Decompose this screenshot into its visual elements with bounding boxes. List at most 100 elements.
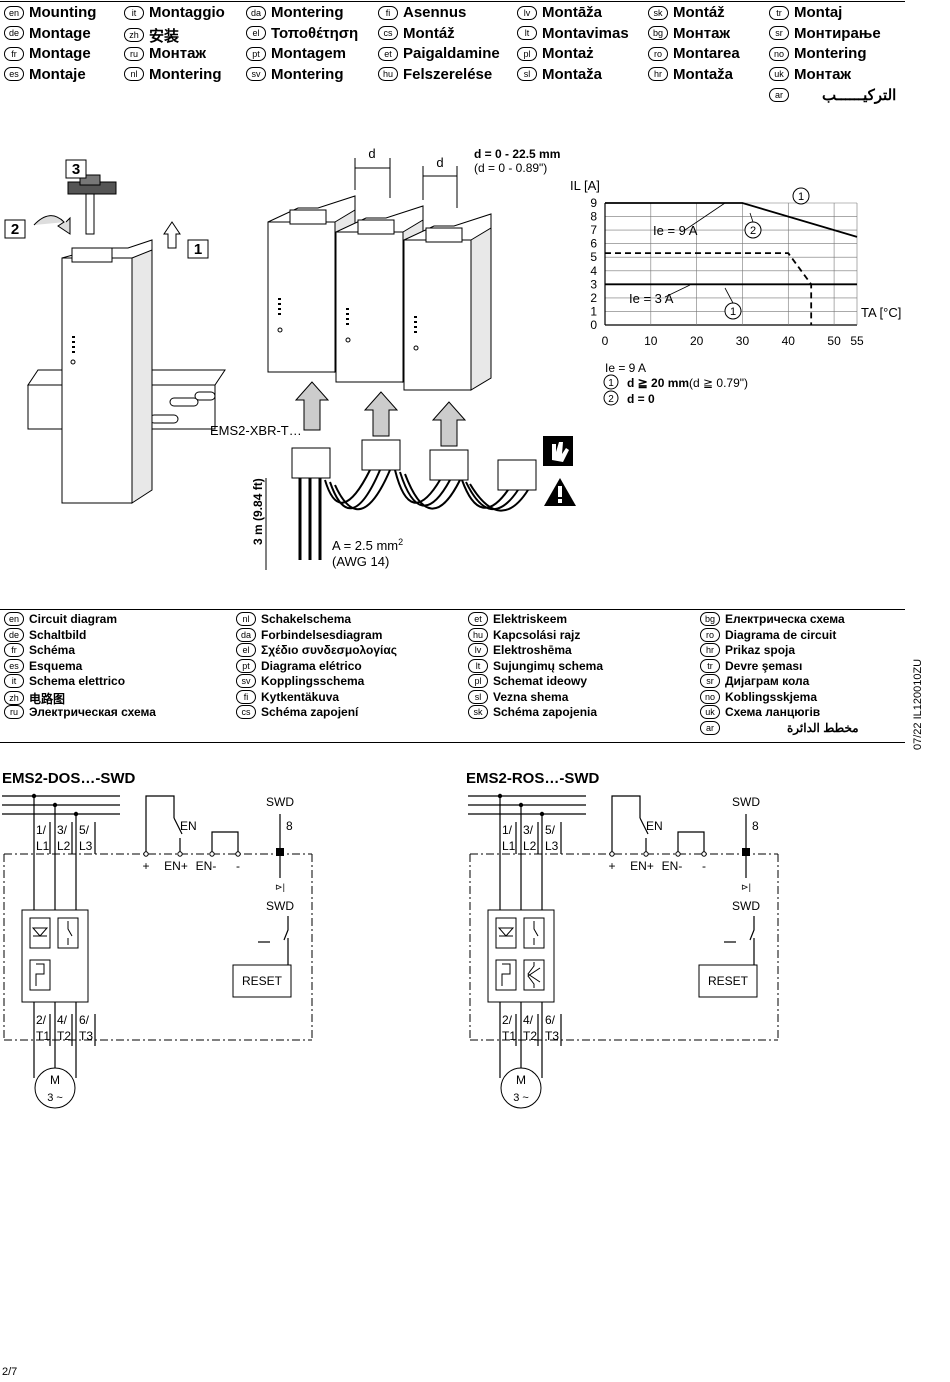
motor-label: M <box>50 1073 60 1087</box>
chart-ytick-label: 1 <box>590 304 597 318</box>
language-code-badge: da <box>246 5 266 20</box>
language-code-badge: no <box>700 689 720 704</box>
circuit-label: Kytkentäkuva <box>261 689 340 704</box>
mounting-label: Montaj <box>794 4 843 21</box>
language-code-badge: pt <box>236 658 256 673</box>
circuit-rule-bottom <box>0 742 905 743</box>
reset-box <box>698 964 758 998</box>
legend-item-2: d = 0 <box>627 392 655 406</box>
language-code-badge: hr <box>700 643 720 657</box>
control-terminal-label: - <box>236 859 240 873</box>
end-clamp <box>67 174 117 235</box>
mounting-label: Τοποθέτηση <box>271 24 359 42</box>
circuit-label: Devre şeması <box>725 658 803 673</box>
ie9-annotation: Ie = 9 A <box>653 223 698 238</box>
language-code-badge: pl <box>517 46 537 61</box>
language-code-badge: en <box>4 612 24 626</box>
chart-ytick-label: 8 <box>590 210 597 224</box>
reset-contact-top <box>749 916 755 941</box>
chart-leader-line <box>724 287 734 304</box>
terminal-number-bottom: 4/ <box>523 1013 534 1027</box>
ie3-annotation: Ie = 3 A <box>629 291 674 306</box>
warning-triangle-icon <box>544 478 576 506</box>
language-code-badge: da <box>236 627 256 642</box>
swd-label: SWD <box>732 795 760 809</box>
chart-ytick-label: 3 <box>590 277 597 291</box>
language-code-badge: ar <box>700 720 720 735</box>
control-terminal <box>235 851 241 857</box>
connector-label: EMS2-XBR-T… <box>210 423 302 438</box>
mounting-label: Montaż <box>542 45 594 62</box>
circuit-label: Schakelschema <box>261 612 352 626</box>
language-code-badge: pl <box>468 674 488 688</box>
chart-xtick-label: 10 <box>644 334 658 348</box>
terminal-number-bottom: 2/ <box>36 1013 47 1027</box>
terminal-number-top: 1/ <box>502 823 513 837</box>
language-code-badge: pt <box>246 46 266 61</box>
led-icon-glyph: ⊳| <box>741 882 751 892</box>
control-terminal <box>209 851 215 857</box>
swd-pin-label: 8 <box>286 819 293 833</box>
circuit-label: Schéma zapojení <box>261 705 359 719</box>
chart-ytick-label: 0 <box>590 318 597 332</box>
single-module <box>61 239 153 504</box>
en-contact <box>639 817 649 835</box>
control-terminal-label: + <box>142 859 149 873</box>
circuit-label: Электрическая схема <box>29 705 156 719</box>
doc-code-wrap: 07/22 IL120010ZU <box>906 650 936 750</box>
language-code-badge: fr <box>4 46 24 61</box>
cable-length: 3 m (9.84 ft) <box>251 478 265 545</box>
language-code-badge: lt <box>468 658 488 673</box>
mounting-label: Montering <box>794 45 867 62</box>
language-code-badge: et <box>468 612 488 626</box>
reset-label: RESET <box>242 974 283 988</box>
reset-box <box>232 964 292 998</box>
language-code-badge: hr <box>648 67 668 81</box>
language-code-badge: hu <box>378 67 398 81</box>
language-code-badge: sl <box>517 67 537 81</box>
circuit-diagram-ros: 1/L13/L25/L3EN+EN+EN--SWD8⊳|SWDRESET2/T1… <box>468 793 779 1109</box>
language-code-badge: fi <box>378 5 398 20</box>
language-code-badge: hu <box>468 627 488 642</box>
mounting-label: Montavimas <box>542 24 629 42</box>
language-code-badge: sv <box>236 674 256 688</box>
diagram-title-dos: EMS2-DOS…-SWD <box>2 770 136 787</box>
chart-ylabel: IL [A] <box>570 178 600 193</box>
d-label-2: d <box>436 155 443 170</box>
mounting-label: Montáž <box>403 24 455 42</box>
mounting-label: Montaža <box>673 65 733 83</box>
circuit-label: 电路图 <box>29 691 66 706</box>
hand-warning-icon <box>543 436 573 466</box>
swd-label-2: SWD <box>732 899 760 913</box>
marker-1-bottom-label: 1 <box>730 306 736 318</box>
control-terminal <box>143 851 149 857</box>
reset-label: RESET <box>708 974 749 988</box>
mounting-label: Montering <box>271 4 344 21</box>
mounting-label: Montarea <box>673 45 740 62</box>
mounting-pl: pl Montaż <box>517 45 594 62</box>
language-code-badge: lt <box>517 26 537 40</box>
mounting-label: Montáž <box>673 4 725 21</box>
terminal-number-bottom: 2/ <box>502 1013 513 1027</box>
language-code-badge: lv <box>517 5 537 20</box>
mounting-label: Montage <box>29 24 91 42</box>
